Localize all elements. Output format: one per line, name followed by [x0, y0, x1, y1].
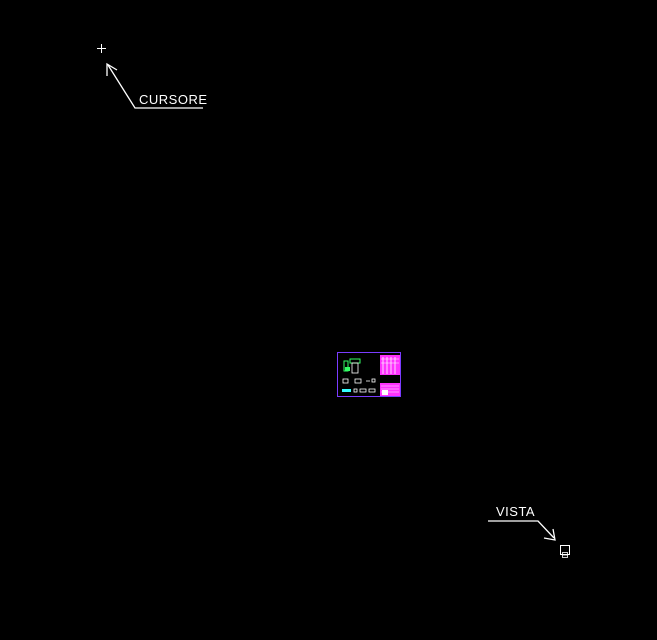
drawing-sheet-thumbnail[interactable] [337, 352, 401, 397]
view-label: VISTA [496, 504, 536, 519]
crosshair-cursor-icon [97, 44, 106, 53]
view-callout-arrow [488, 520, 556, 541]
drawing-sheet-content [342, 355, 400, 396]
view-cube-glyph [562, 552, 568, 558]
view-cube-icon[interactable] [560, 545, 570, 558]
cursor-label: CURSORE [139, 92, 208, 107]
cursor-callout-arrow [106, 62, 203, 109]
